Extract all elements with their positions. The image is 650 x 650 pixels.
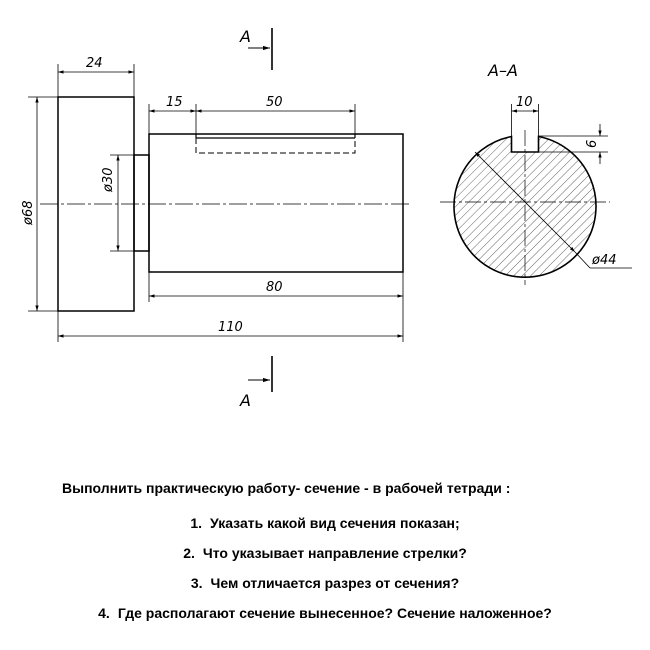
dim-neck-diameter: ø30 — [101, 168, 116, 194]
question-number: 2. — [183, 545, 195, 561]
dim-keyway-depth: 6 — [585, 140, 600, 148]
question-list: 1. Указать какой вид сечения показан; 2. Ч… — [0, 514, 650, 634]
task-title: Выполнить практическую работу- сечение -… — [62, 480, 511, 496]
section-title: А–А — [487, 61, 518, 80]
section-mark-bottom: А — [239, 356, 273, 410]
dim-keyway-length: 50 — [266, 95, 283, 110]
question-number: 4. — [98, 605, 110, 621]
dim-flange-width: 24 — [86, 56, 103, 71]
dim-total-length: 110 — [218, 320, 243, 335]
dim-shaft-length: 80 — [266, 280, 283, 295]
section-view — [440, 104, 632, 285]
question-item: 3. Чем отличается разрез от сечения? — [0, 574, 650, 604]
technical-drawing: А А — [21, 27, 632, 410]
dim-keyway-width: 10 — [516, 95, 533, 110]
question-text: Указать какой вид сечения показан; — [210, 515, 460, 531]
section-mark-top: А — [239, 27, 273, 70]
question-number: 1. — [190, 515, 203, 531]
question-item: 4. Где располагают сечение вынесенное? Се… — [0, 604, 650, 634]
question-number: 3. — [190, 575, 203, 591]
dimension-labels: 24 15 50 ø68 ø30 80 110 — [21, 56, 283, 335]
dim-section-diameter: ø44 — [591, 253, 617, 268]
question-item: 1. Указать какой вид сечения показан; — [0, 514, 650, 544]
dim-key-offset: 15 — [166, 95, 183, 110]
question-text: Что указывает направление стрелки? — [202, 545, 467, 561]
question-text: Чем отличается разрез от сечения? — [210, 575, 460, 591]
section-dimension-labels: 10 6 ø44 — [516, 95, 617, 268]
question-item: 2. Что указывает направление стрелки? — [0, 544, 650, 574]
dim-flange-diameter: ø68 — [21, 201, 36, 227]
dimension-lines — [28, 64, 404, 342]
section-mark-label-top: А — [239, 27, 251, 46]
shaft-main-view — [40, 96, 412, 312]
question-text: Где располагают сечение вынесенное? Сече… — [117, 605, 552, 621]
section-mark-label-bottom: А — [239, 391, 251, 410]
